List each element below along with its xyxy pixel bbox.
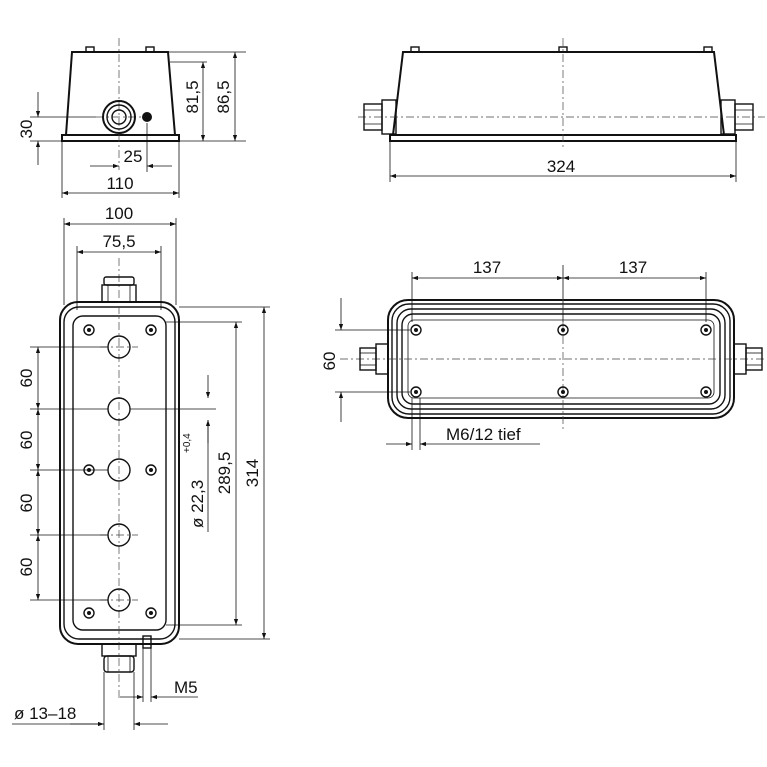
dim-pitch-1: 60	[17, 369, 36, 388]
dim-front-width: 110	[106, 174, 133, 193]
bottom-view: 137 137	[320, 258, 765, 450]
side-view: 324	[358, 38, 765, 182]
dim-inner-length: 289,5	[215, 452, 234, 495]
dim-front-entry-width: 25	[124, 147, 143, 166]
cable-gland-left-icon	[363, 99, 397, 135]
dim-bottom-spacing-left: 137	[473, 258, 501, 277]
mount-screw-icons	[410, 324, 712, 398]
dim-front-height-outer: 86,5	[214, 80, 233, 113]
cable-gland-bottom-icon	[101, 643, 137, 673]
cable-gland-right-icon	[720, 99, 754, 135]
screw-icons	[83, 324, 157, 619]
dim-hole-diameter: ø 22,3	[188, 480, 207, 528]
dim-ground-thread: M5	[174, 678, 198, 697]
dim-front-entry-height: 30	[17, 120, 36, 139]
dim-hole-tolerance: +0,4	[182, 433, 193, 453]
ground-screw-icon	[142, 112, 152, 122]
cable-gland-front-icon	[102, 100, 136, 134]
ground-terminal-icon	[142, 635, 152, 649]
dim-top-width-inner: 75,5	[102, 232, 135, 251]
cable-gland-top-icon	[101, 276, 137, 303]
dim-pitch-2: 60	[17, 431, 36, 450]
dim-mount-thread: M6/12 tief	[446, 425, 521, 444]
dim-top-width-outer: 100	[105, 204, 133, 223]
dim-gland-range: ø 13–18	[14, 704, 76, 723]
cable-gland-side-right-icon	[733, 343, 763, 375]
dim-front-height-inner: 81,5	[183, 80, 202, 113]
top-view: 100 75,5	[12, 204, 270, 730]
dim-pitch-4: 60	[17, 558, 36, 577]
dim-bottom-spacing-right: 137	[619, 258, 647, 277]
dim-side-length: 324	[547, 157, 575, 176]
cable-gland-side-left-icon	[359, 343, 389, 375]
dim-bottom-height: 60	[320, 352, 339, 371]
dim-outer-length: 314	[243, 459, 262, 487]
dim-pitch-3: 60	[17, 494, 36, 513]
front-view: 81,5 86,5 30 25 110	[17, 38, 246, 198]
